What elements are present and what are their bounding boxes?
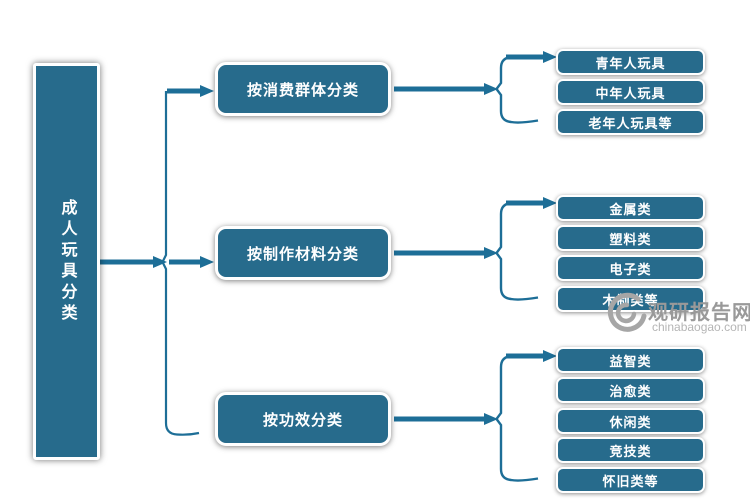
leaf-label: 金属类: [609, 201, 652, 217]
branch-node-material: 按制作材料分类: [215, 226, 391, 280]
watermark-site-url: chinabaogao.com: [652, 320, 747, 334]
leaf-node-healing: 治愈类: [556, 377, 705, 403]
leaf-node-nostalgic: 怀旧类等: [556, 467, 705, 493]
leaf-label: 怀旧类等: [602, 473, 659, 489]
leaf-label: 中年人玩具: [595, 85, 666, 101]
leaf-label: 休闲类: [609, 414, 652, 430]
leaf-label: 电子类: [609, 261, 652, 277]
leaf-node-electronic: 电子类: [556, 255, 705, 281]
root-node: 成人玩具分类: [33, 63, 100, 460]
leaf-node-plastic: 塑料类: [556, 225, 705, 251]
leaf-label: 竞技类: [609, 443, 652, 459]
leaf-label: 益智类: [609, 353, 652, 369]
leaf-label: 青年人玩具: [595, 55, 666, 71]
leaf-label: 塑料类: [609, 231, 652, 247]
branch-label: 按制作材料分类: [246, 246, 359, 263]
leaf-node-metal: 金属类: [556, 195, 705, 221]
branch-label: 按消费群体分类: [246, 82, 359, 99]
branch-node-consumer-group: 按消费群体分类: [215, 62, 391, 116]
leaf-node-middle-aged-toys: 中年人玩具: [556, 79, 705, 105]
leaf-node-educational: 益智类: [556, 347, 705, 373]
watermark-site-name: 观研报告网: [648, 302, 750, 324]
branch-label: 按功效分类: [262, 412, 343, 429]
leaf-node-youth-toys: 青年人玩具: [556, 49, 705, 75]
leaf-label: 老年人玩具等: [588, 115, 673, 131]
branch-node-function: 按功效分类: [215, 392, 391, 446]
leaf-node-elderly-toys: 老年人玩具等: [556, 109, 705, 135]
leaf-label: 治愈类: [609, 383, 652, 399]
watermark-swirl-logo-icon: [607, 292, 647, 332]
leaf-node-competitive: 竞技类: [556, 437, 705, 463]
root-node-label: 成人玩具分类: [58, 198, 76, 325]
leaf-node-leisure: 休闲类: [556, 408, 705, 434]
leaf-node-wooden: 木制类等: [556, 286, 705, 312]
